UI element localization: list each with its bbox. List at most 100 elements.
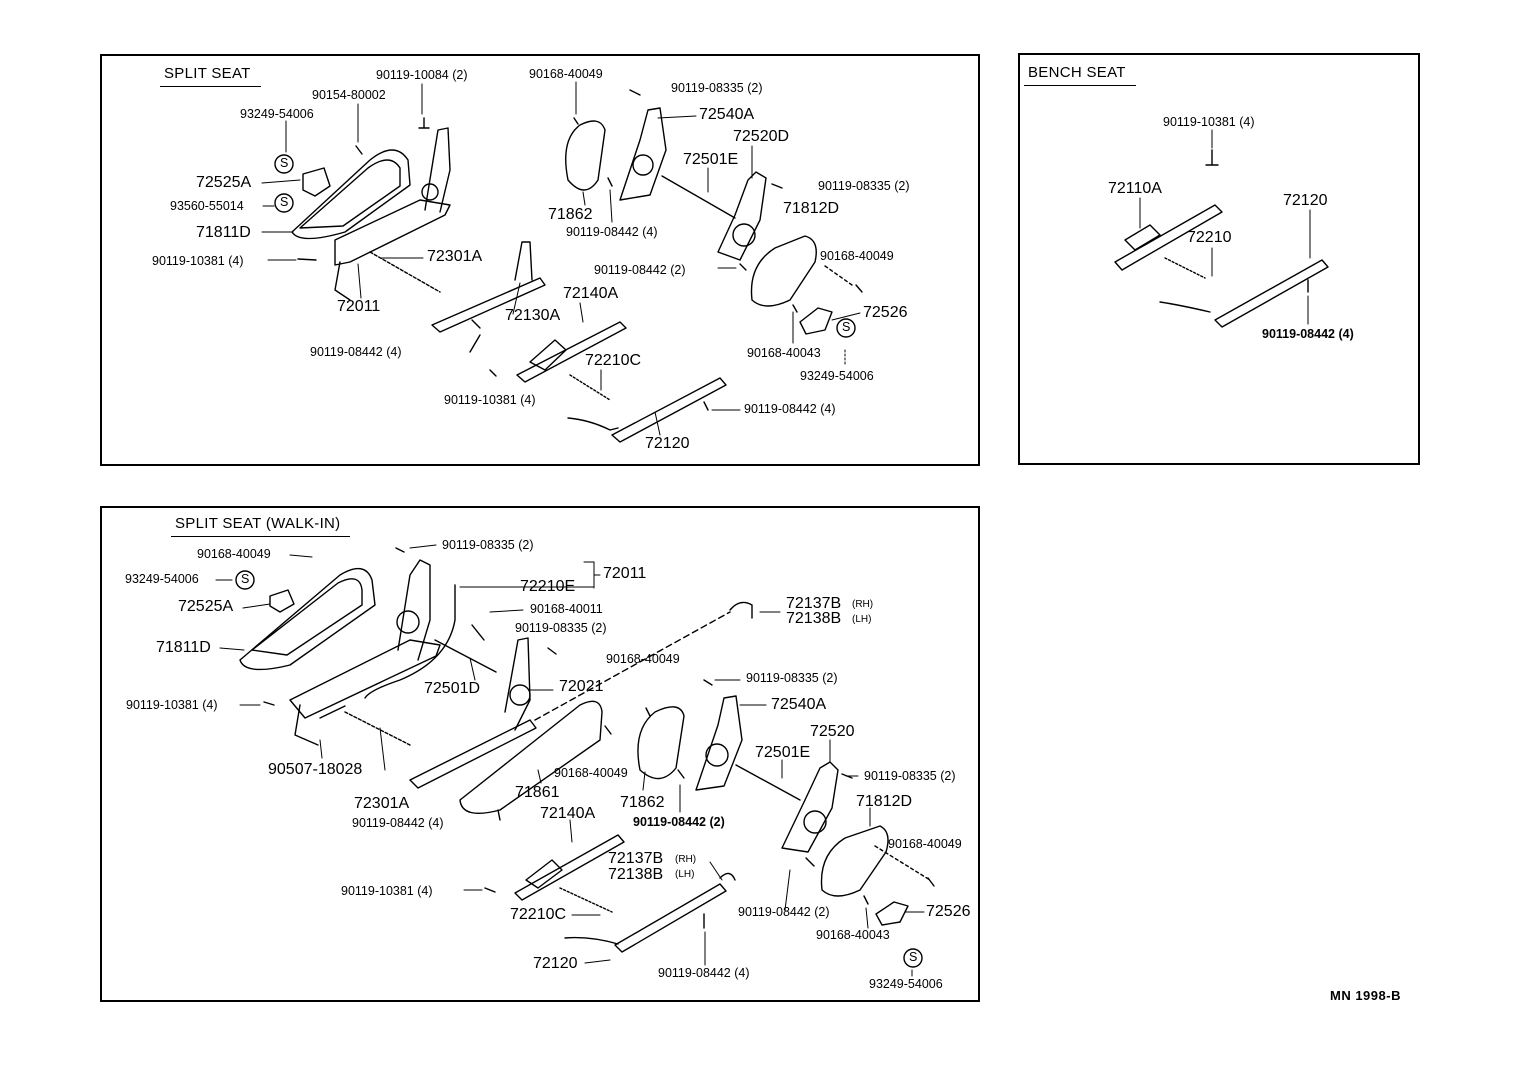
part-label: 90168-40011	[530, 602, 603, 616]
part-label: 90119-08335 (2)	[442, 538, 534, 552]
part-label: 90168-40049	[197, 547, 271, 561]
s-mark: S	[280, 156, 289, 170]
leader-90119-08442-a	[469, 334, 481, 353]
rail-72130A-bracket	[514, 241, 533, 281]
bench-seat-panel	[1018, 53, 1420, 465]
part-label: 72520	[810, 723, 855, 740]
walkin-rail-72140A-shape	[514, 834, 625, 901]
walkin-hinge-72520-shape	[781, 761, 839, 853]
walkin-rod-72501D-shape	[434, 639, 497, 673]
walk-in-title: SPLIT SEAT (WALK-IN)	[170, 515, 351, 537]
bolt-90119-08335-a-shape	[629, 89, 641, 96]
walkin-rail-72120-shape	[614, 883, 727, 953]
walkin-rail-72140A-bracket	[525, 859, 563, 889]
part-label: 93249-54006	[125, 572, 199, 586]
walkin-bolt-90119-10381-b-shape	[484, 887, 496, 893]
part-label: (LH)	[675, 869, 695, 880]
bolt-90119-08442-a-shape	[471, 319, 481, 329]
part-label: 90119-08335 (2)	[818, 179, 910, 193]
part-label: 72011	[603, 565, 647, 582]
part-label: 71862	[620, 794, 665, 811]
s-mark: S	[241, 572, 250, 586]
part-label: 90119-10381 (4)	[152, 254, 244, 268]
shield-71811D-shape	[291, 149, 411, 240]
bolt-90119-10084-shape	[418, 117, 430, 129]
spring-72210C-shape	[569, 374, 611, 401]
walkin-cover-71861-shape	[459, 700, 603, 814]
part-label: (RH)	[852, 599, 874, 610]
part-label: 71812D	[856, 793, 913, 810]
walkin-shield-inner	[251, 578, 363, 656]
adjuster-72011-lever	[334, 261, 351, 301]
part-label: 72501D	[424, 680, 481, 697]
bench-rail-72120-shape	[1214, 259, 1329, 328]
walkin-bolt-90119-08335-a-shape	[395, 547, 405, 553]
walkin-bar-shape	[564, 936, 619, 945]
shield-71811D-inner	[299, 159, 401, 229]
part-label: 72137B	[786, 595, 842, 612]
walkin-clip-72137B-shape	[729, 601, 753, 619]
bolt-90168-40043-shape	[792, 304, 798, 313]
walkin-rail-72021-bracket	[504, 637, 531, 731]
walkin-hinge-pivot	[705, 743, 729, 767]
walkin-clip-72137B-b-shape	[719, 872, 736, 881]
part-label: 72140A	[540, 805, 596, 822]
part-label: 71861	[515, 784, 560, 801]
leader-lines	[215, 81, 1311, 977]
split-seat-title: SPLIT SEAT	[160, 65, 261, 87]
drawing-reference: MN 1998-B	[1330, 988, 1401, 1003]
walkin-bolt-90168-40049-d-shape	[927, 877, 935, 887]
bolt-90119-10381-shape	[297, 258, 317, 261]
bench-spring-72210-shape	[1164, 257, 1206, 279]
part-label: 72540A	[771, 696, 827, 713]
screw-90154-80002-shape	[355, 145, 363, 155]
walkin-frame-72011-arm	[397, 559, 431, 661]
part-label: 72137B	[608, 850, 664, 867]
part-label: 72501E	[683, 151, 739, 168]
part-label: 72501E	[755, 744, 811, 761]
rail-72130A-body	[431, 277, 546, 333]
walkin-knob-72525A-shape	[269, 589, 295, 613]
walkin-bolt-90168-40049-c-shape	[604, 725, 612, 735]
part-label: 72525A	[196, 174, 252, 191]
part-label: 90119-08442 (2)	[594, 263, 686, 277]
part-label: 90119-08335 (2)	[864, 769, 956, 783]
walkin-spring-90507-18028-shape	[319, 705, 346, 719]
part-label: 90119-08335 (2)	[746, 671, 838, 685]
walkin-bolt-90119-08442-b-shape	[497, 809, 501, 821]
part-label: 72120	[533, 955, 578, 972]
part-label: 72210E	[520, 578, 576, 595]
part-label: 72525A	[178, 598, 234, 615]
walkin-bolt-90119-10381-a-shape	[263, 701, 275, 706]
bolt-90168-40049-b-shape	[855, 284, 863, 293]
walkin-cable-72210E-shape	[364, 584, 456, 699]
part-label: 90168-40049	[606, 652, 680, 666]
cover-71812D-shape	[750, 235, 817, 307]
walkin-spring-72210C-shape	[559, 887, 613, 913]
part-label: 72021	[559, 678, 604, 695]
part-label: 93560-55014	[170, 199, 244, 213]
walkin-bolt-90119-08335-c-shape	[703, 679, 713, 686]
part-label: 90119-08442 (2)	[738, 905, 830, 919]
bolt-90119-08442-c-shape	[739, 263, 747, 271]
part-label: (LH)	[852, 614, 872, 625]
part-label: 72140A	[563, 285, 619, 302]
part-label: 72120	[1283, 192, 1328, 209]
walkin-seat-art	[239, 547, 935, 953]
part-label: 90119-08442 (4)	[566, 225, 658, 239]
walkin-rod-72501E-shape	[735, 764, 801, 801]
walkin-cover-71862-shape	[637, 706, 685, 780]
part-label: 72540A	[699, 106, 755, 123]
walkin-cover-71812D-shape	[820, 825, 889, 897]
part-label: 72301A	[354, 795, 410, 812]
part-label: 90119-10381 (4)	[1163, 115, 1255, 129]
walkin-hinge-72520-pivot	[803, 810, 827, 834]
hinge-72520D-shape	[717, 171, 767, 261]
walkin-dashed-guide	[534, 611, 731, 721]
adjuster-72011-rail	[334, 199, 451, 266]
bench-bolt-90119-10381-shape	[1205, 149, 1219, 166]
walkin-shield-71811D-shape	[239, 567, 376, 671]
part-label: 90168-40043	[747, 346, 821, 360]
part-label: 90119-08442 (4)	[352, 816, 444, 830]
walkin-bolt-90119-08335-b-shape	[547, 647, 557, 655]
